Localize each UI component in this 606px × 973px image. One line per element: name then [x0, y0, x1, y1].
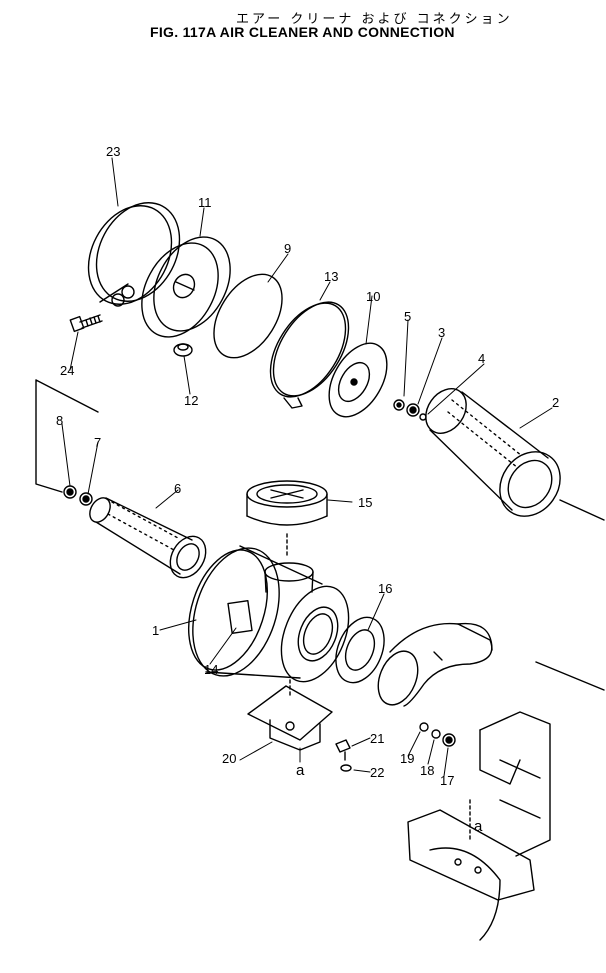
leader-lines — [61, 157, 553, 777]
cover — [141, 236, 231, 338]
gasket-ring — [213, 273, 283, 359]
callout-21: 21 — [370, 731, 385, 746]
figure-title: FIG. 117A AIR CLEANER AND CONNECTION — [150, 24, 455, 40]
clamp-ring — [269, 301, 350, 409]
callout-24: 24 — [60, 363, 75, 378]
figure-title-japanese: エアー クリーナ および コネクション — [236, 12, 513, 27]
callout-20: 20 — [222, 751, 237, 766]
engine-mount — [407, 711, 551, 941]
callout-6: 6 — [174, 481, 182, 496]
callout-23: 23 — [106, 144, 121, 159]
dust-cap — [246, 480, 328, 557]
connection-hardware — [419, 722, 456, 747]
callout-10: 10 — [366, 289, 381, 304]
group-bracket-line-right — [535, 499, 605, 691]
bolt — [69, 314, 103, 333]
callout-1: 1 — [152, 623, 160, 638]
callout-13: 13 — [324, 269, 339, 284]
callout-18: 18 — [420, 763, 435, 778]
reference-mark-a-engine: a — [474, 818, 483, 835]
callout-3: 3 — [438, 325, 446, 340]
group-bracket-line — [35, 379, 99, 493]
callout-8: 8 — [56, 413, 64, 428]
callout-11: 11 — [198, 195, 212, 210]
outer-element — [425, 388, 561, 517]
reference-mark-a: a — [296, 762, 305, 779]
air-cleaner-body — [188, 545, 350, 683]
callout-9: 9 — [284, 241, 292, 256]
callout-19: 19 — [400, 751, 415, 766]
callout-22: 22 — [370, 765, 385, 780]
clamp-band — [87, 202, 181, 307]
element-nuts — [63, 485, 93, 506]
callout-17: 17 — [440, 773, 455, 788]
callout-7: 7 — [94, 435, 102, 450]
callout-2: 2 — [552, 395, 560, 410]
callout-16: 16 — [378, 581, 393, 596]
inner-element — [89, 497, 207, 579]
element-cap — [328, 342, 388, 418]
mounting-bracket — [247, 679, 333, 751]
bracket-bolts — [335, 739, 352, 772]
small-hardware — [393, 399, 427, 421]
callout-4: 4 — [478, 351, 486, 366]
callout-14: 14 — [204, 662, 219, 677]
callout-12: 12 — [184, 393, 199, 408]
callout-5: 5 — [404, 309, 412, 324]
wing-nut — [173, 343, 193, 357]
elbow-connection — [377, 622, 493, 707]
callout-15: 15 — [358, 495, 373, 510]
